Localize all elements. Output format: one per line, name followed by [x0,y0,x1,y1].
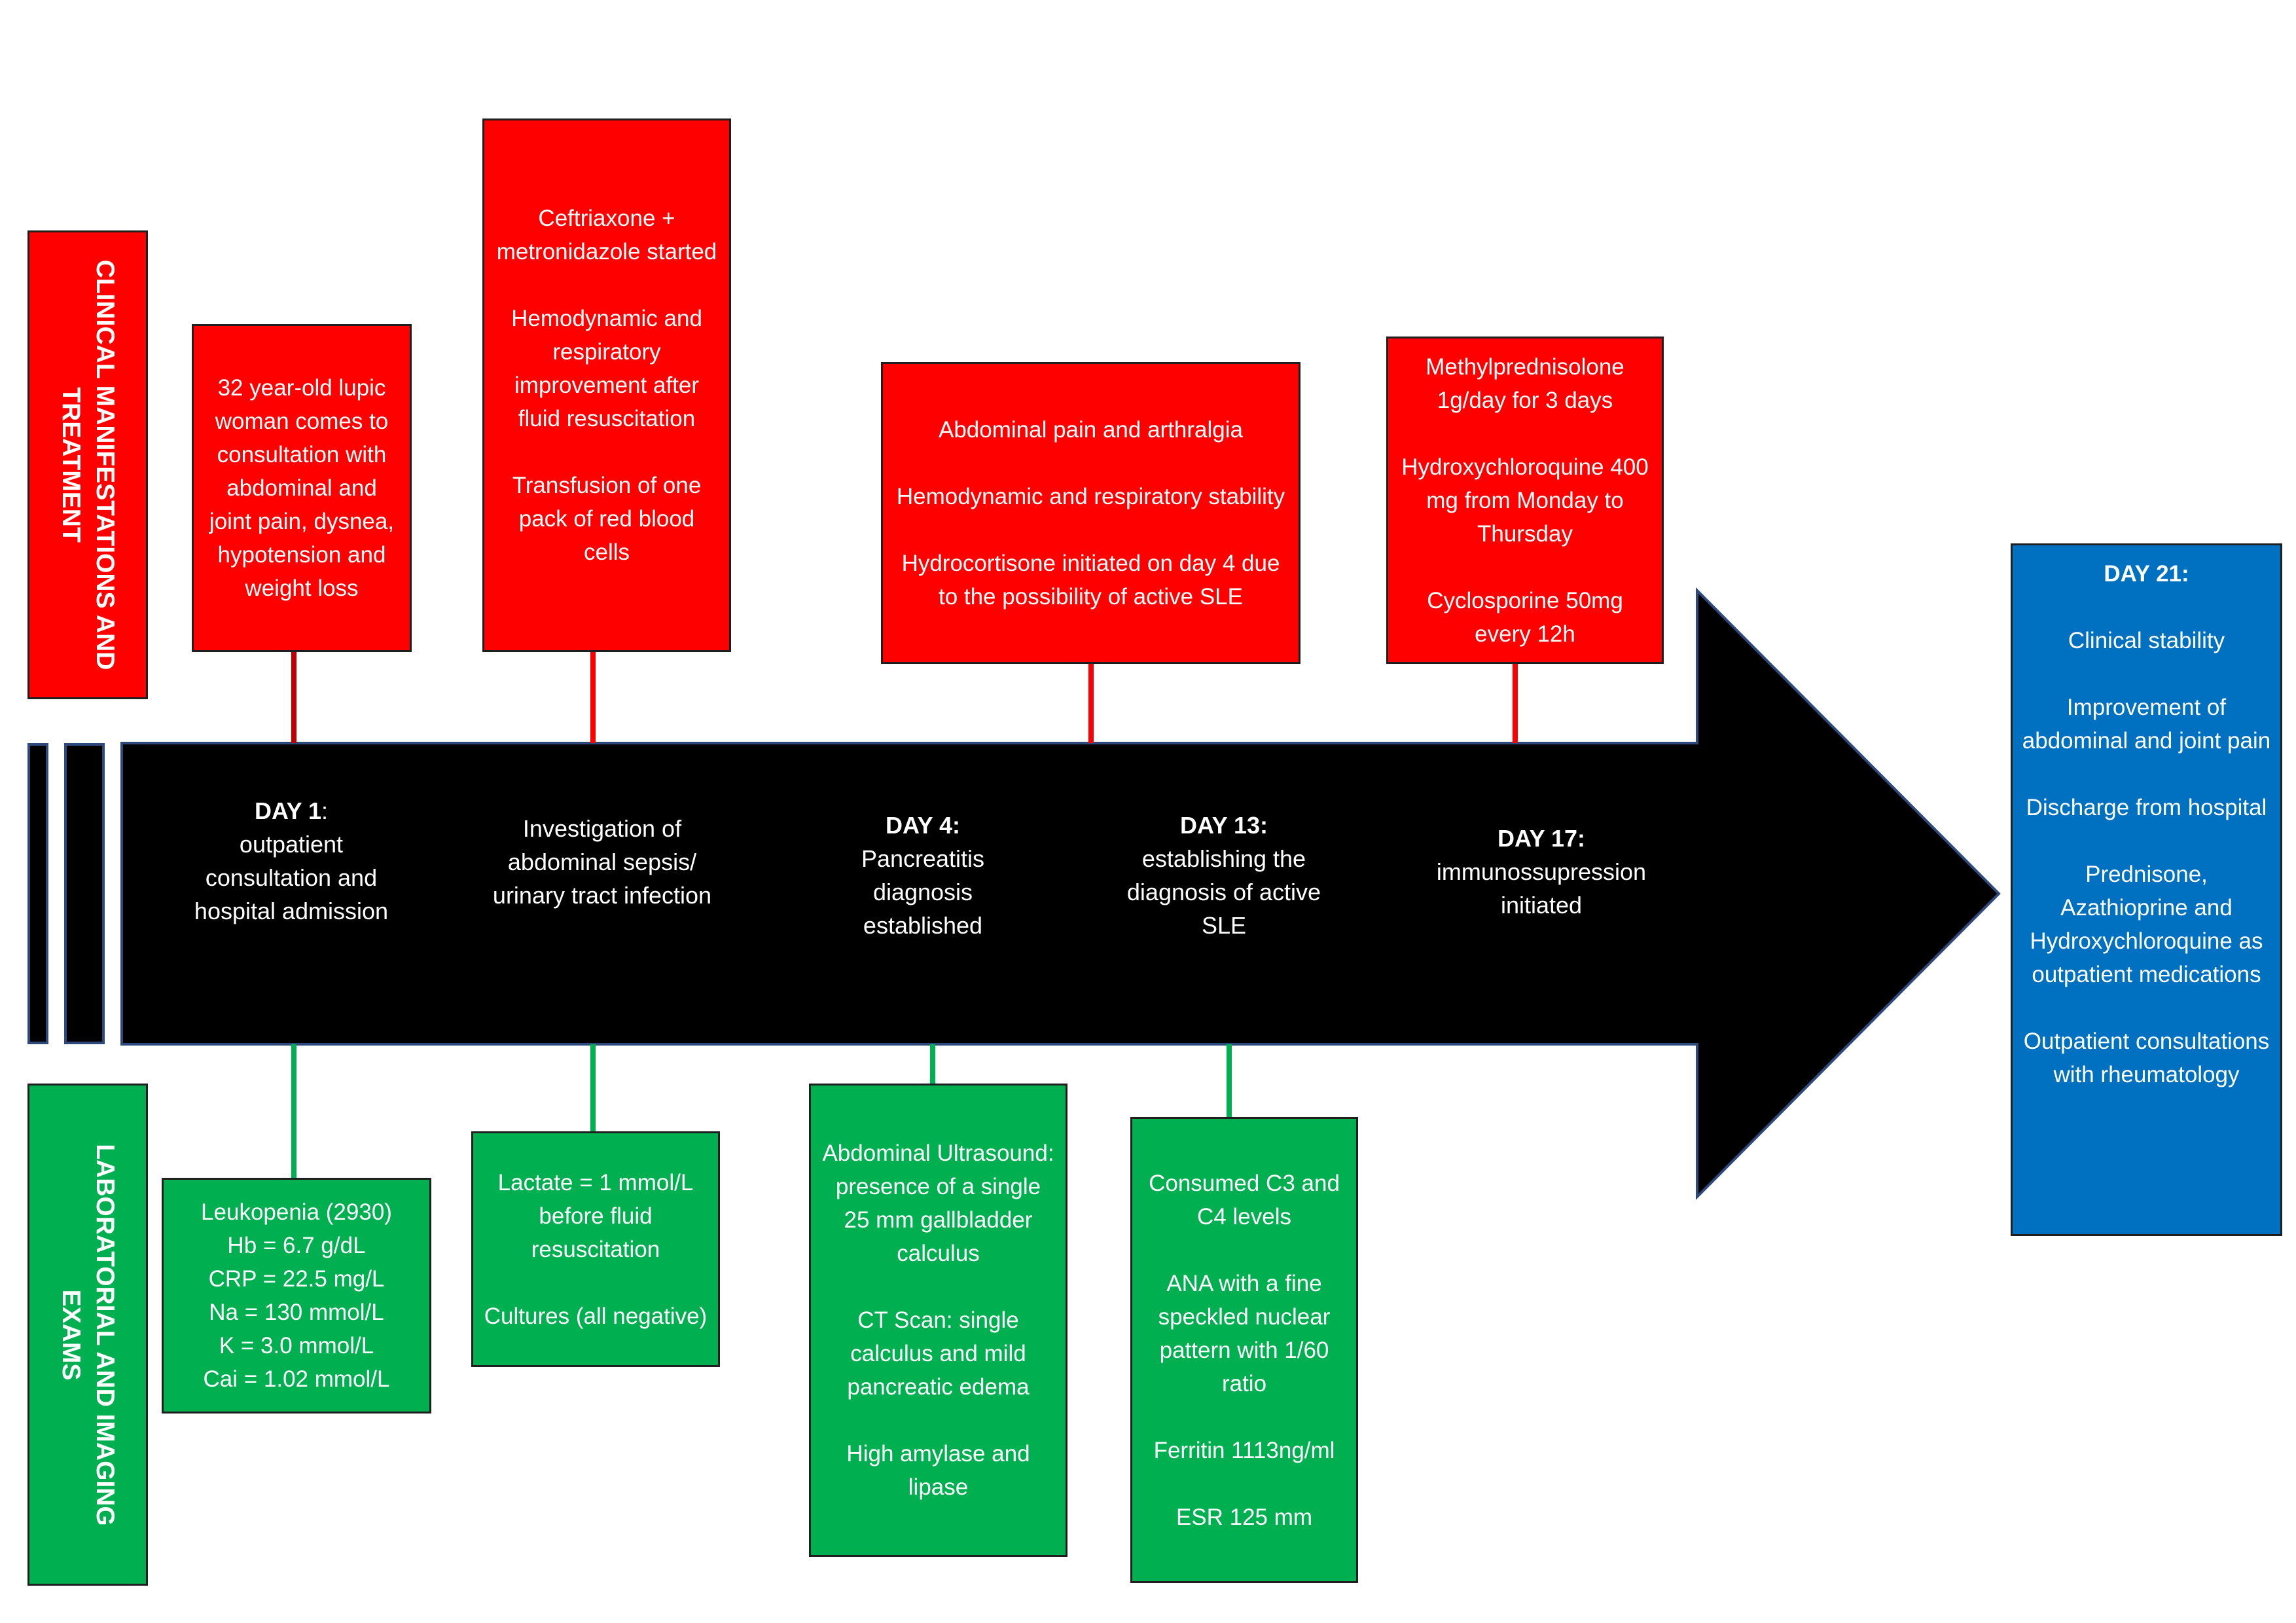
lab-box-1-p1: Leukopenia (2930) Hb = 6.7 g/dL CRP = 22… [201,1199,392,1392]
outcome-p4: Prednisone, Azathioprine and Hydroxychlo… [2030,862,2263,987]
timeline-stage-1: DAY 1: outpatient consultation and hospi… [190,794,393,928]
lab-box-2: Lactate = 1 mmol/L before fluid resuscit… [471,1131,720,1367]
lab-box-3-p1: Abdominal Ultrasound: presence of a sing… [822,1140,1054,1266]
clinical-box-4-p3: Cyclosporine 50mg every 12h [1427,587,1623,647]
clinical-box-2-p3: Transfusion of one pack of red blood cel… [512,473,702,565]
clinical-box-3-p1: Abdominal pain and arthralgia [938,416,1244,443]
lab-box-4-p1: Consumed C3 and C4 levels [1149,1170,1340,1230]
timeline-stage-5: DAY 17: immunossupression initiated [1420,822,1662,922]
lab-box-2-p2: Cultures (all negative) [484,1303,708,1329]
timeline-stage-2: Investigation of abdominal sepsis/ urina… [484,812,720,912]
clinical-box-4-p1: Methylprednisolone 1g/day for 3 days [1426,354,1624,413]
lab-box-3-p2: CT Scan: single calculus and mild pancre… [847,1307,1030,1400]
clinical-box-2-p2: Hemodynamic and respiratory improvement … [511,306,702,431]
outcome-p5: Outpatient consultations with rheumatolo… [2023,1029,2270,1087]
arrow-tail-stripe-2 [64,743,105,1044]
clinical-box-4-p2: Hydroxychloroquine 400 mg from Monday to… [1401,454,1649,547]
clinical-box-1: 32 year-old lupic woman comes to consult… [192,324,412,652]
outcome-p1: Clinical stability [2068,628,2225,653]
outcome-box: DAY 21: Clinical stability Improvement o… [2011,543,2282,1236]
lab-box-2-p1: Lactate = 1 mmol/L before fluid resuscit… [497,1169,694,1262]
clinical-box-3-p3: Hydrocortisone initiated on day 4 due to… [901,550,1280,610]
laboratory-category-label: LABORATORIAL AND IMAGING EXAMS [27,1084,148,1586]
clinical-category-label: CLINICAL MANIFESTATIONS AND TREATMENT [27,230,148,699]
clinical-box-2-p1: Ceftriaxone + metronidazole started [496,206,717,264]
outcome-p2: Improvement of abdominal and joint pain [2022,695,2271,754]
outcome-p3: Discharge from hospital [2026,795,2267,820]
stage-day: DAY 17: [1497,825,1586,852]
stage-text: outpatient consultation and hospital adm… [194,831,389,924]
arrow-tail-stripe-1 [27,743,48,1044]
stage-day-sep: : [321,797,329,824]
stage-day: DAY 1 [254,797,322,824]
stage-day: DAY 4: [885,812,961,839]
clinical-box-3: Abdominal pain and arthralgia Hemodynami… [881,362,1300,664]
lab-box-1: Leukopenia (2930) Hb = 6.7 g/dL CRP = 22… [162,1178,431,1413]
timeline-stage-3: DAY 4: Pancreatitis diagnosis establishe… [831,809,1014,942]
lab-box-3: Abdominal Ultrasound: presence of a sing… [809,1084,1067,1557]
lab-box-3-p3: High amylase and lipase [846,1441,1030,1500]
stage-text: Pancreatitis diagnosis established [861,845,985,939]
timeline-arrow-shape [120,587,2001,1200]
lab-box-4-p2: ANA with a fine speckled nuclear pattern… [1158,1270,1331,1396]
clinical-box-1-p1: 32 year-old lupic woman comes to consult… [209,375,395,601]
stage-text: immunossupression initiated [1436,858,1647,919]
stage-text: establishing the diagnosis of active SLE [1126,845,1321,939]
lab-box-4-p4: ESR 125 mm [1175,1504,1313,1530]
clinical-box-2: Ceftriaxone + metronidazole started Hemo… [482,119,731,652]
timeline-stage-4: DAY 13: establishing the diagnosis of ac… [1113,809,1335,942]
lab-box-4-p3: Ferritin 1113ng/ml [1153,1437,1335,1463]
stage-day: DAY 13: [1179,812,1268,839]
clinical-box-4: Methylprednisolone 1g/day for 3 days Hyd… [1386,337,1664,664]
lab-box-4: Consumed C3 and C4 levels ANA with a fin… [1130,1117,1358,1583]
clinical-box-3-p2: Hemodynamic and respiratory stability [896,483,1285,509]
stage-text: Investigation of abdominal sepsis/ urina… [492,815,712,909]
outcome-title: DAY 21: [2104,561,2189,587]
